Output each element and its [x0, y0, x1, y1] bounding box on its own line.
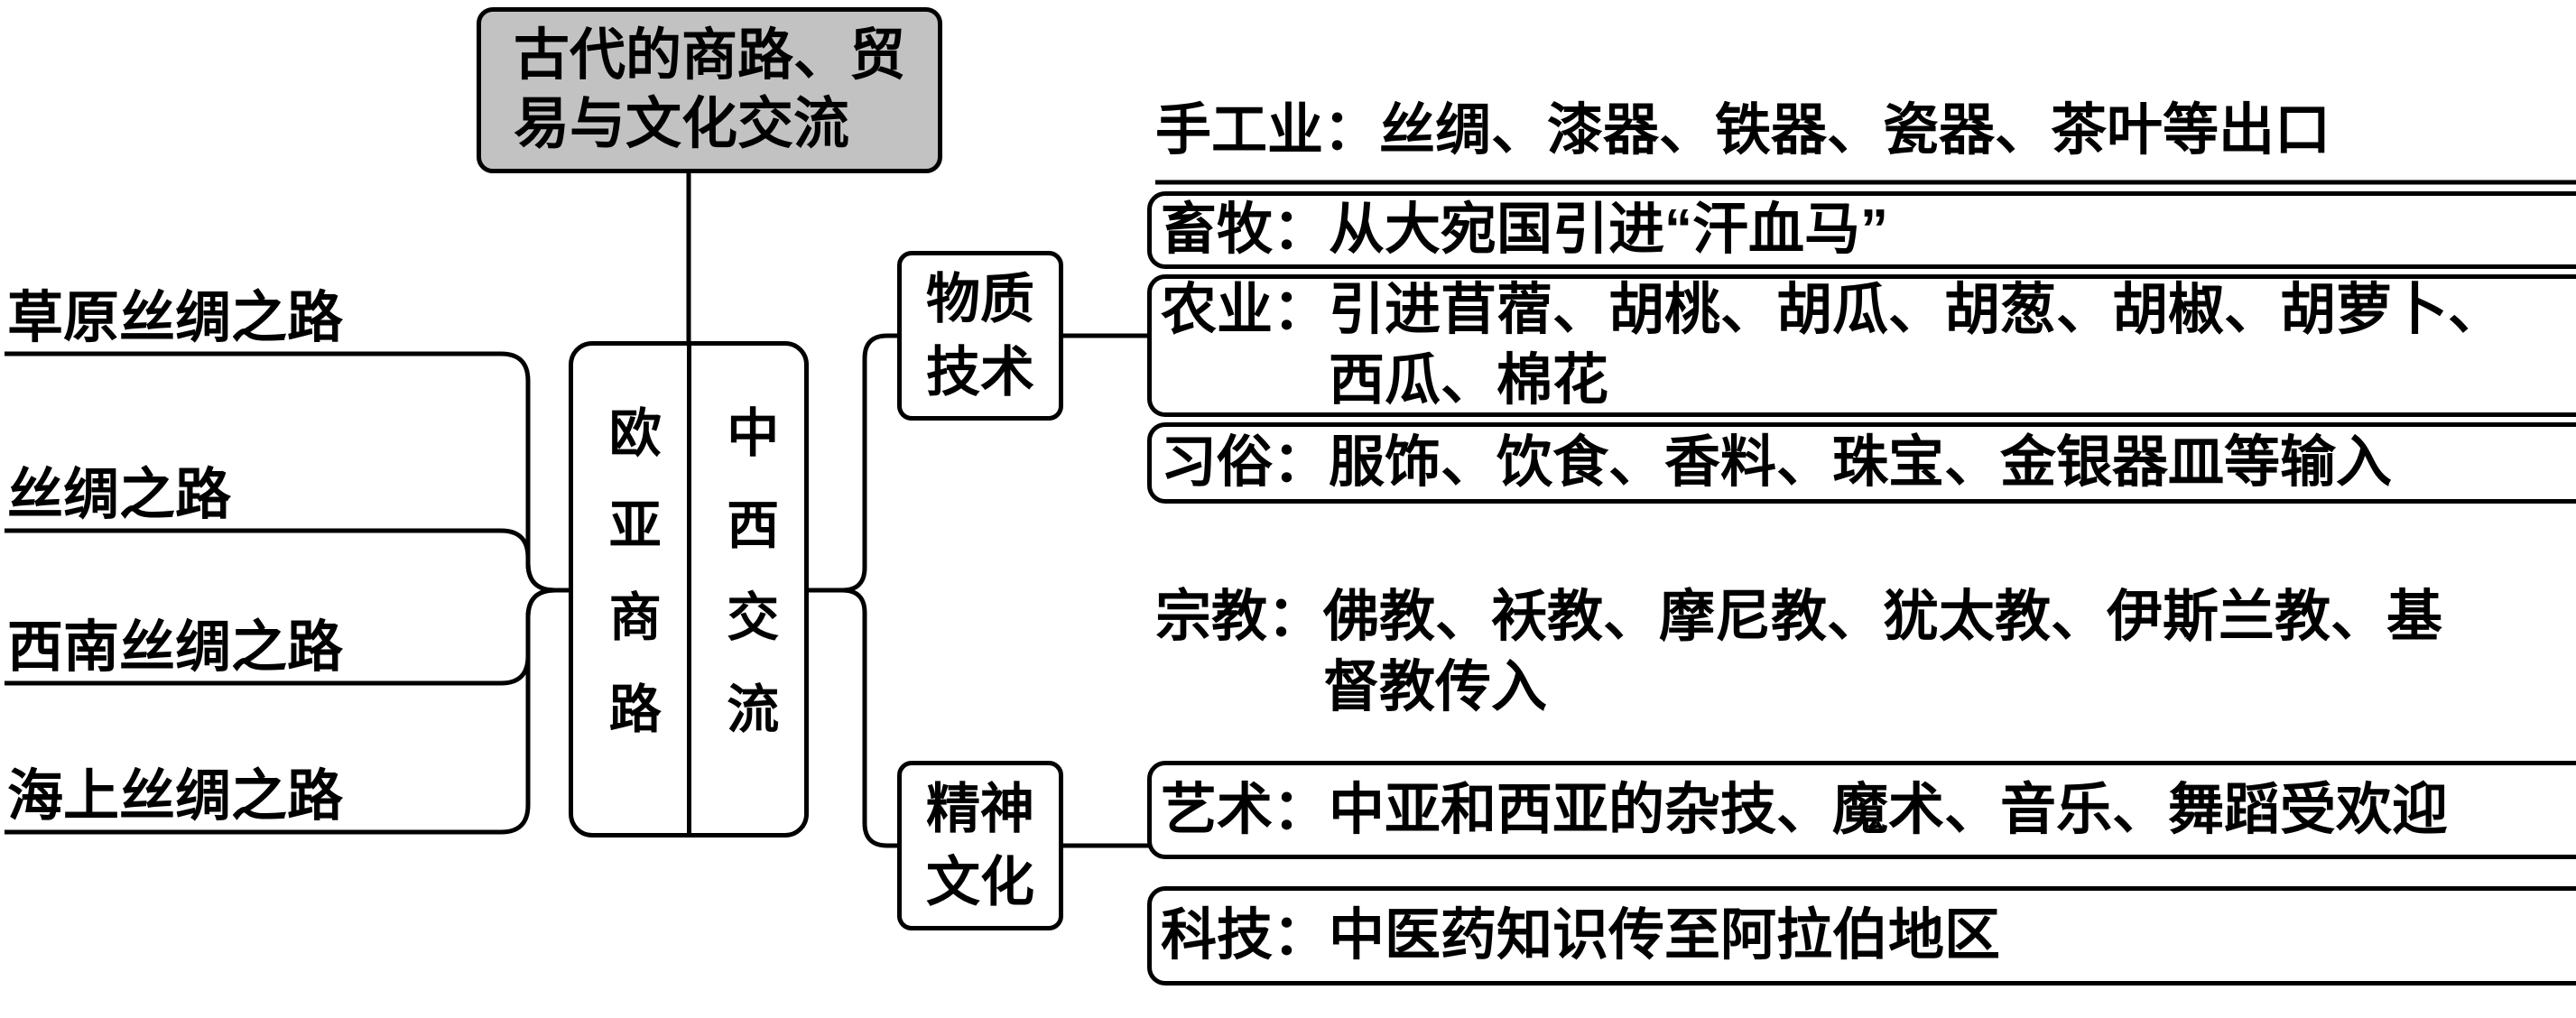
material-item-customs: 习俗：服饰、饮食、香料、珠宝、金银器皿等输入: [1161, 431, 2393, 494]
route-label-silk-road: 丝绸之路: [7, 464, 232, 526]
center-node-left-column: 欧亚商路: [573, 346, 691, 833]
route-label-southwest-silk-road: 西南丝绸之路: [7, 616, 344, 679]
material-item-agriculture: 农业：引进苜蓿、胡桃、胡瓜、胡葱、胡椒、胡萝卜、 西瓜、棉花: [1161, 279, 2505, 412]
spiritual-item-science: 科技：中医药知识传至阿拉伯地区: [1161, 904, 2001, 967]
material-item-livestock: 畜牧：从大宛国引进“汗血马”: [1161, 199, 1889, 261]
material-item-agriculture-box: 农业：引进苜蓿、胡桃、胡瓜、胡葱、胡椒、胡萝卜、 西瓜、棉花: [1147, 274, 2576, 417]
route-label-maritime-silk-road: 海上丝绸之路: [7, 765, 344, 828]
spiritual-item-religion: 宗教：佛教、袄教、摩尼教、犹太教、伊斯兰教、基 督教传入: [1155, 586, 2443, 718]
title-node: 古代的商路、贸 易与文化交流: [477, 7, 942, 173]
material-item-customs-box: 习俗：服饰、饮食、香料、珠宝、金银器皿等输入: [1147, 422, 2576, 504]
connector-center-to-spiritual: [809, 588, 899, 848]
material-technology-branch-node: 物质 技术: [897, 251, 1063, 421]
connector-route-maritime: [5, 588, 570, 835]
spiritual-item-arts-box: 艺术：中亚和西亚的杂技、魔术、音乐、舞蹈受欢迎: [1147, 761, 2576, 859]
material-item-handicraft: 手工业：丝绸、漆器、铁器、瓷器、茶叶等出口: [1155, 99, 2331, 162]
connector-route-silk: [5, 528, 570, 593]
material-item-livestock-box: 畜牧：从大宛国引进“汗血马”: [1147, 191, 2576, 269]
spiritual-culture-branch-node: 精神 文化: [897, 761, 1063, 930]
center-node: 欧亚商路 中西交流: [569, 341, 809, 838]
route-label-steppe-silk-road: 草原丝绸之路: [7, 287, 344, 349]
spiritual-item-arts: 艺术：中亚和西亚的杂技、魔术、音乐、舞蹈受欢迎: [1161, 778, 2449, 841]
center-node-right-label: 中西交流: [718, 405, 778, 773]
center-node-right-column: 中西交流: [691, 346, 805, 833]
spiritual-item-science-box: 科技：中医药知识传至阿拉伯地区: [1147, 886, 2576, 986]
connector-center-to-material: [809, 333, 899, 593]
center-node-left-label: 欧亚商路: [600, 405, 660, 773]
